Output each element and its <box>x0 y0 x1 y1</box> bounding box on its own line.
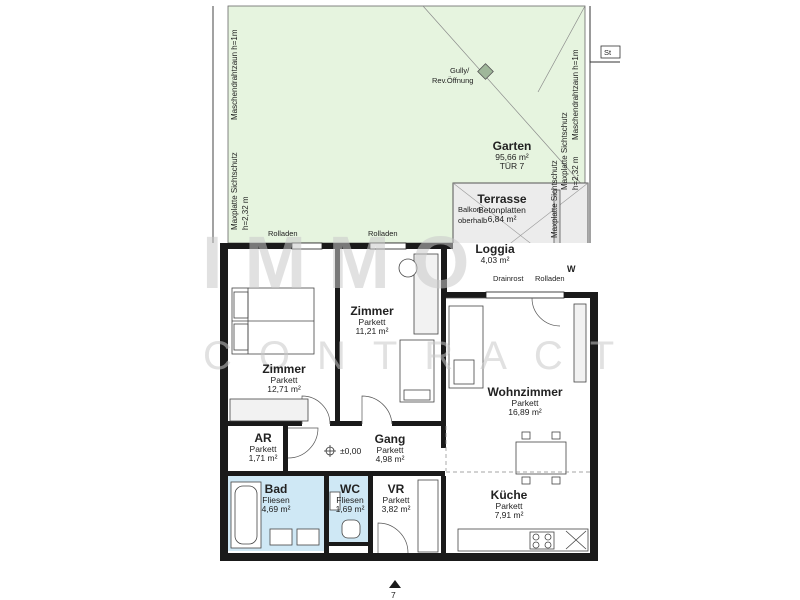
room-floor: Parkett <box>376 444 404 455</box>
gang-label: Gang Parkett 4,98 m² <box>375 433 406 463</box>
room-floor: Parkett <box>495 500 523 511</box>
ar-label: AR Parkett 1,71 m² <box>249 432 278 462</box>
interior-walls <box>228 249 446 553</box>
room-area: 11,21 m² <box>355 325 389 336</box>
w-mark: W <box>567 264 576 274</box>
rolladen-label-1: Rolladen <box>268 229 298 238</box>
screen-left-label: Maxplatte Sichtschutz <box>230 152 239 230</box>
kitchen-counter <box>457 528 589 552</box>
screen-right-height: h=2,32 m <box>571 156 580 190</box>
room-floor: Parkett <box>511 397 539 408</box>
room-name: Bad <box>264 482 288 496</box>
room-name: Terrasse <box>477 192 527 206</box>
entrance-arrow-icon <box>389 580 401 588</box>
garten-label: Garten 95,66 m² TÜR 7 <box>493 140 532 170</box>
room-name: WC <box>339 482 360 496</box>
gully-label-2: Rev.Öffnung <box>432 76 474 85</box>
single-bed <box>398 253 439 403</box>
shaft <box>417 479 439 553</box>
bad-label: Bad Fliesen 4,69 m² <box>262 483 291 513</box>
drainrost-label: Drainrost <box>493 274 524 283</box>
level-label: ±0,00 <box>340 446 362 456</box>
level-marker <box>324 445 336 457</box>
screen-left-height: h=2,32 m <box>241 196 250 230</box>
room-area: 1,71 m² <box>248 452 278 463</box>
room-area: 4,98 m² <box>375 453 405 464</box>
room-area: 12,71 m² <box>267 383 301 394</box>
gully-label: Gully/ <box>450 66 470 75</box>
room-area: 7,91 m² <box>494 509 524 520</box>
balkon-label: Balkon <box>458 205 481 214</box>
gully-icon <box>477 63 494 80</box>
loggia-label: Loggia 4,03 m² <box>475 243 514 265</box>
garden-diagonal <box>537 5 586 93</box>
room-name: AR <box>254 431 272 445</box>
room-note: TÜR 7 <box>499 160 525 171</box>
bathroom-fixtures <box>230 481 361 549</box>
room-name: Garten <box>492 139 532 153</box>
screen-right-label: Maxplatte Sichtschutz <box>560 112 569 190</box>
room-name: Zimmer <box>350 304 394 318</box>
stair-outline <box>589 6 620 63</box>
room-floor: Parkett <box>249 443 277 454</box>
room-floor: Parkett <box>270 374 298 385</box>
room-area: 6,84 m² <box>487 213 517 224</box>
room-floor: Parkett <box>382 494 410 505</box>
room-name: Gang <box>374 432 406 446</box>
room-area: 3,82 m² <box>381 503 411 514</box>
room-name: Wohnzimmer <box>487 385 563 399</box>
room-name: Loggia <box>475 242 515 256</box>
room-name: Küche <box>490 488 528 502</box>
screen-terrace-label: Maxplatte Sichtschutz <box>550 160 559 238</box>
room-name: Zimmer <box>262 362 306 376</box>
room-name: VR <box>387 482 405 496</box>
outer-walls <box>220 243 598 561</box>
rolladen-label-3: Rolladen <box>535 274 565 283</box>
stair-label: St <box>604 48 612 57</box>
rolladen-label-2: Rolladen <box>368 229 398 238</box>
terrasse-label: Terrasse Betonplatten 6,84 m² <box>477 193 526 223</box>
room-surface: Betonplatten <box>478 204 526 215</box>
balkon-label-2: oberhalb <box>458 216 488 225</box>
room-floor: Fliesen <box>262 494 290 505</box>
zimmer2-label: Zimmer Parkett 11,21 m² <box>350 305 393 335</box>
wohnzimmer-label: Wohnzimmer Parkett 16,89 m² <box>487 386 562 416</box>
zimmer1-label: Zimmer Parkett 12,71 m² <box>262 363 305 393</box>
room-floor: Parkett <box>358 316 386 327</box>
fence-right-label: Maschendrahtzaun h=1m <box>571 49 580 141</box>
stair-box <box>600 45 621 59</box>
kueche-label: Küche Parkett 7,91 m² <box>491 489 528 519</box>
room-floor: Fliesen <box>336 494 364 505</box>
double-bed <box>229 287 315 422</box>
room-area: 95,66 m² <box>495 151 529 162</box>
room-area: 4,69 m² <box>261 503 291 514</box>
entrance-number: 7 <box>391 590 396 600</box>
door-swings <box>287 297 561 554</box>
fence-left-label: Maschendrahtzaun h=1m <box>230 29 239 121</box>
living-furniture <box>448 303 587 485</box>
room-area: 4,03 m² <box>480 254 510 265</box>
vr-label: VR Parkett 3,82 m² <box>382 483 411 513</box>
room-area: 16,89 m² <box>508 406 542 417</box>
windows <box>291 242 565 299</box>
room-area: 1,69 m² <box>335 503 365 514</box>
garden-diagonal <box>422 5 586 189</box>
wc-label: WC Fliesen 1,69 m² <box>336 483 365 513</box>
